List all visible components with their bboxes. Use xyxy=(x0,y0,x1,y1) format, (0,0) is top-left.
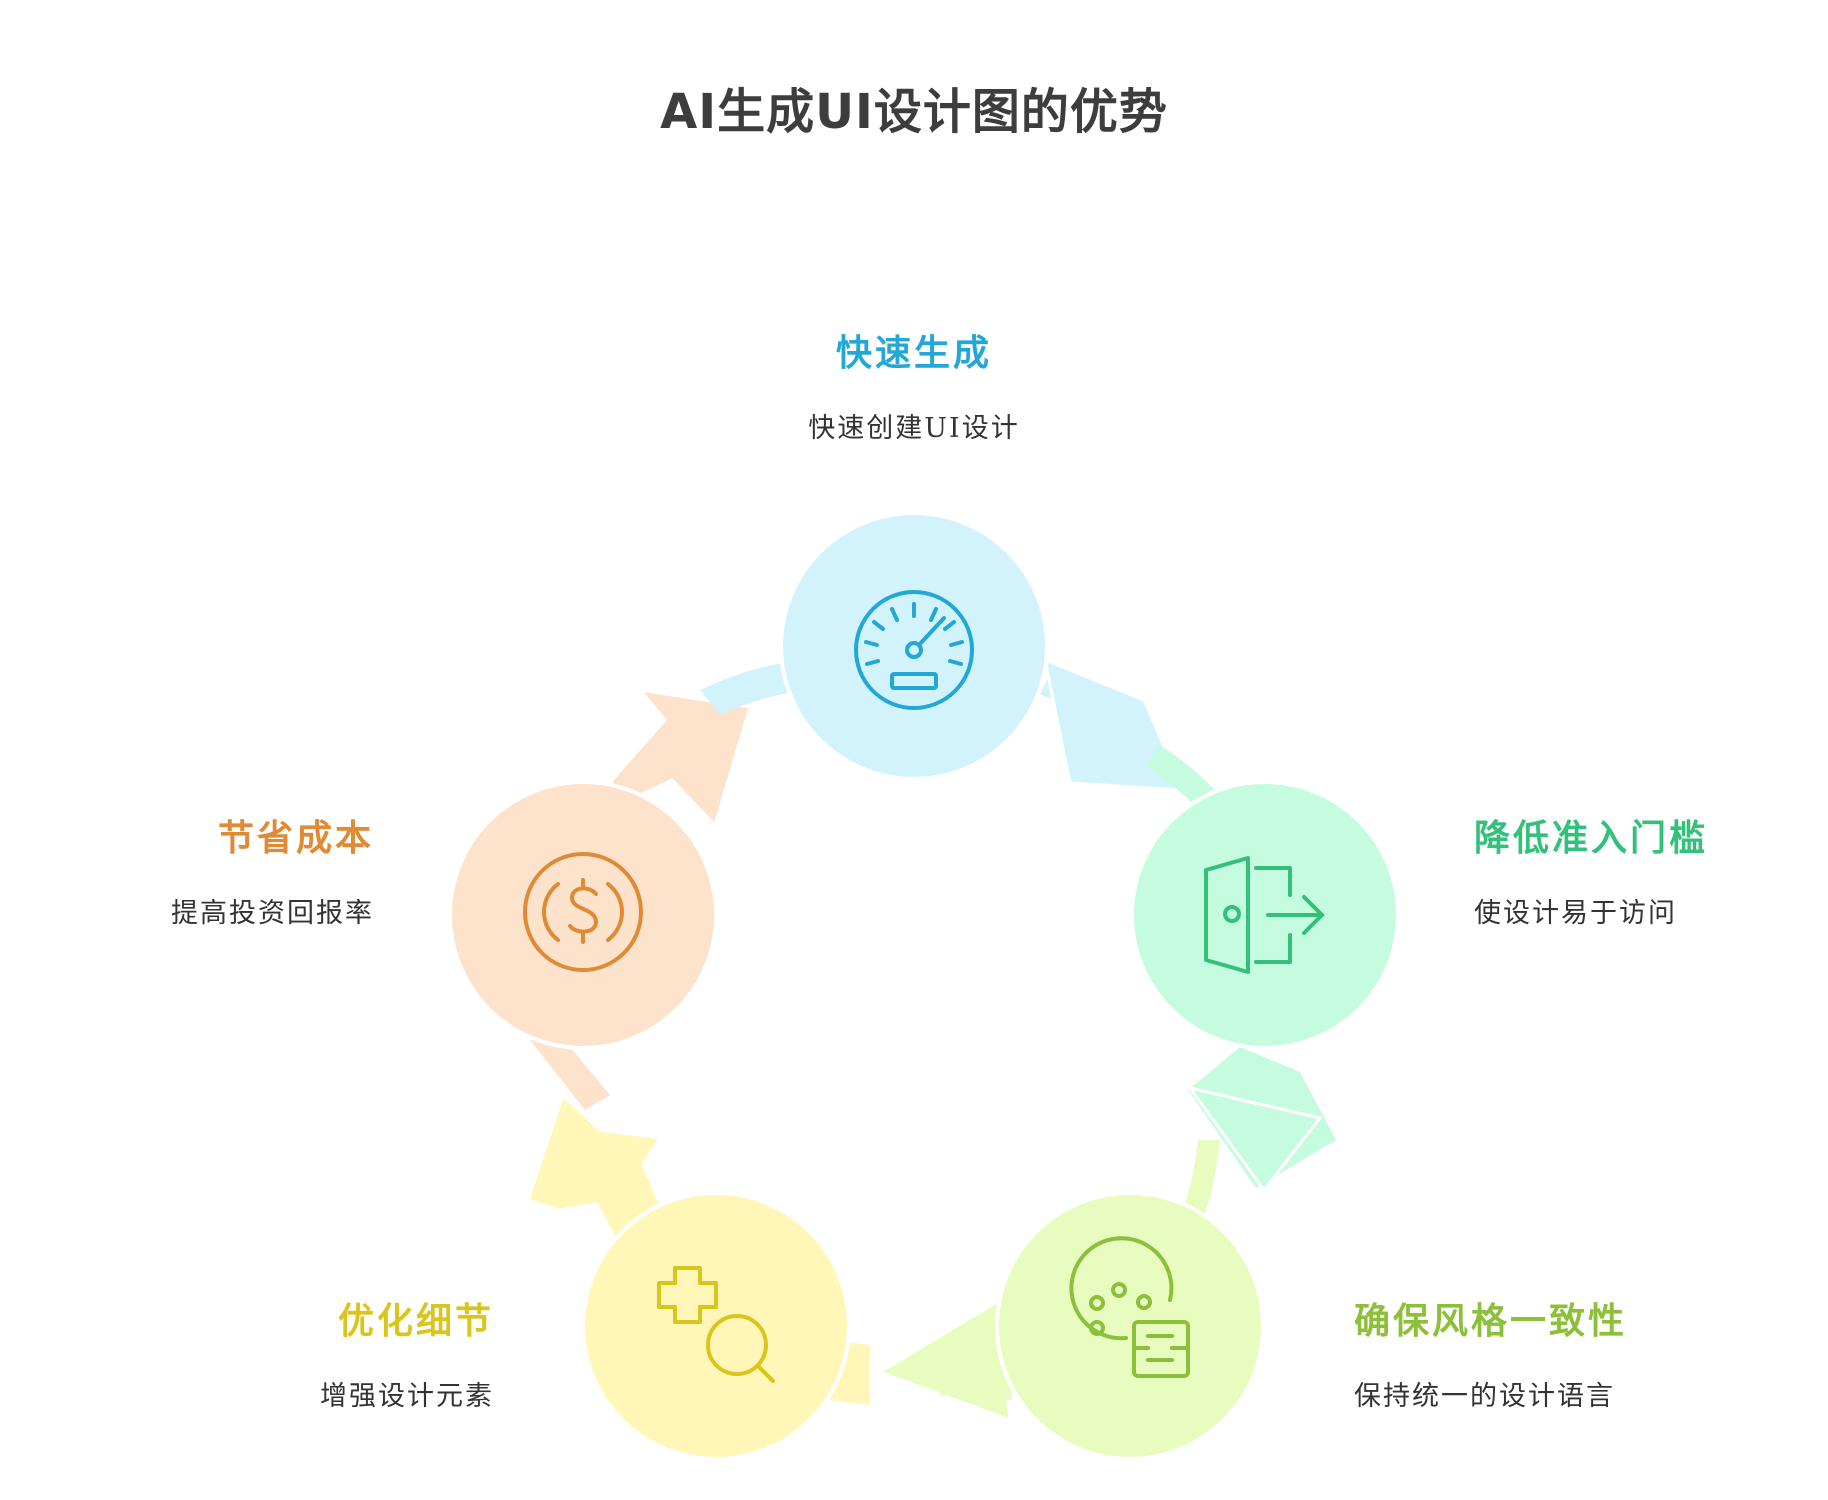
label-style-consistency: 确保风格一致性 保持统一的设计语言 xyxy=(1354,1292,1754,1413)
arrow-barrier-to-consistency xyxy=(1145,745,1336,1192)
node-fast-generation xyxy=(779,511,1049,781)
label-optimize-details: 优化细节 增强设计元素 xyxy=(194,1292,494,1413)
node-lower-barrier xyxy=(1130,780,1400,1050)
label-fast-generation: 快速生成 快速创建UI设计 xyxy=(714,324,1114,445)
palette-icon xyxy=(1069,1236,1190,1378)
step-title: 优化细节 xyxy=(337,1300,494,1342)
cycle-arrows xyxy=(526,658,1336,1422)
label-save-cost: 节省成本 提高投资回报率 xyxy=(94,809,374,930)
step-title: 确保风格一致性 xyxy=(1354,1300,1628,1342)
zoom-in-icon xyxy=(657,1266,775,1383)
arrow-fast-to-barrier xyxy=(1040,658,1185,792)
step-description: 保持统一的设计语言 xyxy=(1354,1381,1615,1412)
step-description: 提高投资回报率 xyxy=(171,898,374,929)
speedometer-icon xyxy=(854,590,974,710)
label-lower-barrier: 降低准入门槛 使设计易于访问 xyxy=(1474,809,1804,930)
arrow-cost-to-fast xyxy=(530,660,805,1110)
node-save-cost xyxy=(448,780,718,1050)
exit-door-icon xyxy=(1204,856,1324,974)
step-title: 快速生成 xyxy=(835,332,992,374)
step-description: 增强设计元素 xyxy=(320,1381,494,1412)
step-title: 节省成本 xyxy=(217,817,374,859)
step-description: 快速创建UI设计 xyxy=(808,413,1020,444)
page-title: AI生成UI设计图的优势 xyxy=(660,84,1168,140)
step-title: 降低准入门槛 xyxy=(1474,817,1709,859)
step-description: 使设计易于访问 xyxy=(1474,898,1677,929)
node-style-consistency xyxy=(995,1191,1265,1461)
node-optimize-details xyxy=(581,1191,851,1461)
dollar-coin-icon xyxy=(523,852,643,972)
